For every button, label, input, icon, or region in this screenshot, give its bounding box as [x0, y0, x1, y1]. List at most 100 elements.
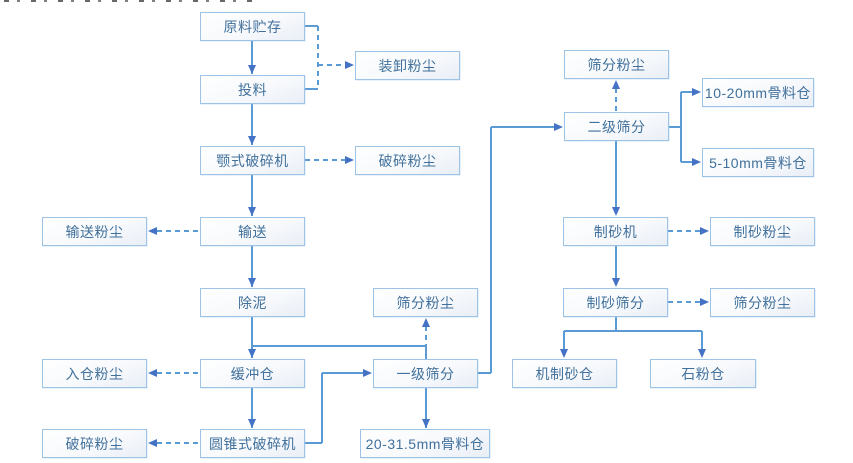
connector-segment-36: [668, 301, 700, 303]
node-label-screening-dust-top: 筛分粉尘: [587, 56, 646, 73]
node-label-buffer-bin: 缓冲仓: [230, 365, 275, 382]
node-bin-entry-dust: 入仓粉尘: [42, 359, 147, 388]
node-label-cone-crusher: 圆锥式破碎机: [209, 435, 296, 452]
connector-segment-8: [305, 442, 322, 444]
arrowhead-down-6: [421, 419, 430, 428]
connector-segment-17: [681, 91, 695, 93]
connector-segment-20: [615, 246, 617, 282]
arrowhead-down-2: [247, 207, 256, 216]
connector-segment-1: [251, 104, 253, 145]
node-crushing-dust-2: 破碎粉尘: [42, 429, 147, 458]
connector-segment-0: [251, 41, 253, 74]
node-screening-dust-right: 筛分粉尘: [710, 288, 815, 317]
connector-segment-27: [317, 26, 319, 89]
connector-segment-2: [251, 175, 253, 216]
node-loading-unloading-dust: 装卸粉尘: [355, 51, 460, 80]
node-primary-screening: 一级筛分: [373, 359, 478, 388]
node-label-aggregate-bin-10-20mm: 10-20mm骨料仓: [704, 84, 812, 101]
node-label-bin-entry-dust: 入仓粉尘: [65, 365, 124, 382]
node-machine-made-sand-bin: 机制砂仓: [512, 359, 617, 388]
connector-segment-35: [668, 230, 700, 232]
connector-segment-4: [251, 317, 253, 358]
node-label-sand-making-machine: 制砂机: [593, 223, 638, 240]
arrowhead-down-7: [611, 207, 620, 216]
connector-segment-12: [478, 372, 491, 374]
connector-segment-5: [252, 345, 426, 347]
node-label-conveying-dust: 输送粉尘: [65, 223, 124, 240]
arrowhead-down-8: [611, 278, 620, 287]
connector-segment-16: [680, 92, 682, 162]
node-label-machine-made-sand-bin: 机制砂仓: [535, 365, 594, 382]
connector-segment-29: [305, 159, 346, 161]
connector-segment-21: [615, 317, 617, 331]
node-jaw-crusher: 颚式破碎机: [200, 146, 305, 175]
node-label-feeding: 投料: [238, 81, 267, 98]
node-raw-material-storage: 原料贮存: [200, 12, 305, 41]
connector-segment-19: [615, 141, 617, 211]
arrowhead-up-23: [611, 80, 620, 89]
arrowhead-down-10: [697, 349, 706, 358]
arrowhead-right-12: [554, 122, 563, 131]
connector-segment-9: [321, 373, 323, 443]
arrowhead-down-4: [247, 349, 256, 358]
node-sand-making-machine: 制砂机: [563, 217, 668, 246]
arrowhead-right-16: [345, 155, 354, 164]
connector-segment-31: [157, 372, 200, 374]
node-buffer-bin: 缓冲仓: [200, 359, 305, 388]
node-sand-making-dust: 制砂粉尘: [710, 217, 815, 246]
arrowhead-down-0: [247, 65, 256, 74]
node-screening-dust-mid: 筛分粉尘: [373, 288, 478, 317]
connector-segment-26: [305, 88, 318, 90]
node-label-crushing-dust-2: 破碎粉尘: [65, 435, 124, 452]
arrowhead-down-5: [247, 419, 256, 428]
connector-segment-13: [490, 127, 492, 373]
node-label-sand-making-dust: 制砂粉尘: [733, 223, 792, 240]
connector-segment-22: [564, 330, 702, 332]
arrowhead-down-9: [559, 349, 568, 358]
node-label-loading-unloading-dust: 装卸粉尘: [378, 57, 437, 74]
arrowhead-up-22: [421, 318, 430, 327]
connector-segment-34: [615, 88, 617, 112]
arrowhead-left-21: [148, 438, 157, 447]
arrowhead-right-18: [700, 297, 709, 306]
node-label-crushing-dust-1: 破碎粉尘: [378, 152, 437, 169]
arrowhead-down-3: [247, 278, 256, 287]
node-sand-screening: 制砂筛分: [563, 288, 668, 317]
node-aggregate-bin-20-31-5mm: 20-31.5mm骨料仓: [360, 429, 490, 458]
arrowhead-right-14: [692, 157, 701, 166]
node-stone-powder-bin: 石粉仓: [650, 359, 756, 388]
node-label-mud-removal: 除泥: [238, 294, 267, 311]
arrowhead-right-11: [363, 368, 372, 377]
connector-segment-30: [157, 230, 200, 232]
node-label-primary-screening: 一级筛分: [396, 365, 455, 382]
connector-segment-33: [425, 326, 427, 346]
node-label-raw-material-storage: 原料贮存: [223, 18, 282, 35]
clipped-text-remnant: [4, 0, 252, 2]
connector-segment-23: [563, 331, 565, 353]
connector-segment-11: [425, 388, 427, 428]
node-feeding: 投料: [200, 75, 305, 104]
node-label-aggregate-bin-5-10mm: 5-10mm骨料仓: [709, 154, 807, 171]
node-label-secondary-screening: 二级筛分: [587, 118, 646, 135]
connector-segment-3: [251, 246, 253, 287]
arrowhead-left-20: [148, 368, 157, 377]
node-cone-crusher: 圆锥式破碎机: [200, 429, 305, 458]
connector-segment-15: [668, 126, 681, 128]
node-mud-removal: 除泥: [200, 288, 305, 317]
arrowhead-right-13: [692, 87, 701, 96]
node-conveying: 输送: [200, 217, 305, 246]
arrowhead-right-15: [345, 60, 354, 69]
arrowhead-down-1: [247, 136, 256, 145]
node-label-screening-dust-mid: 筛分粉尘: [396, 294, 455, 311]
connector-segment-6: [425, 346, 427, 359]
arrowhead-left-19: [148, 226, 157, 235]
node-label-jaw-crusher: 颚式破碎机: [216, 152, 289, 169]
connector-segment-7: [251, 388, 253, 428]
connector-segment-10: [322, 372, 366, 374]
node-label-aggregate-bin-20-31-5mm: 20-31.5mm骨料仓: [365, 435, 485, 452]
connector-segment-14: [491, 126, 557, 128]
node-label-screening-dust-right: 筛分粉尘: [733, 294, 792, 311]
node-crushing-dust-1: 破碎粉尘: [355, 146, 460, 175]
node-aggregate-bin-5-10mm: 5-10mm骨料仓: [702, 148, 814, 177]
